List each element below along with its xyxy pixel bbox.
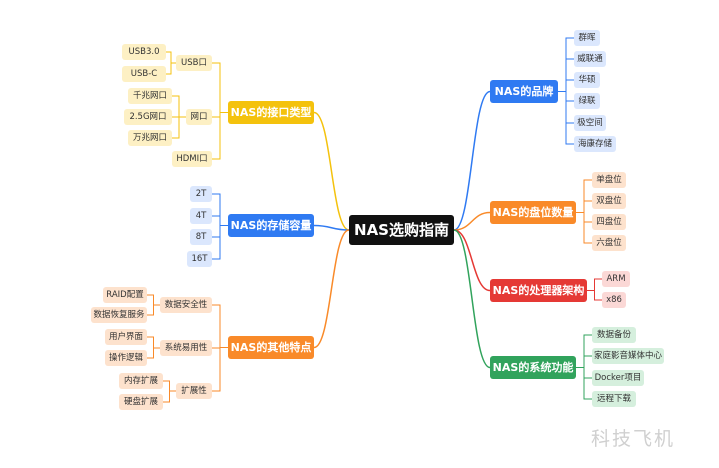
connector — [212, 62, 228, 113]
group-hdmi[interactable]: HDMI口 — [172, 151, 212, 167]
leaf-1bay[interactable]: 单盘位 — [592, 172, 626, 188]
leaf-asus[interactable]: 华硕 — [574, 72, 600, 88]
connector — [558, 91, 574, 145]
connector — [453, 211, 491, 231]
leaf-media-center[interactable]: 家庭影音媒体中心 — [592, 348, 664, 364]
connector — [166, 51, 176, 64]
branch-capacity[interactable]: NAS的存储容量 — [228, 214, 314, 237]
leaf-qnap[interactable]: 威联通 — [574, 51, 606, 67]
branch-other[interactable]: NAS的其他特点 — [228, 336, 314, 359]
leaf-docker[interactable]: Docker项目 — [592, 370, 644, 386]
leaf-usbc[interactable]: USB-C — [122, 66, 166, 82]
leaf-usb30[interactable]: USB3.0 — [122, 44, 166, 60]
connector — [453, 229, 491, 292]
group-security[interactable]: 数据安全性 — [160, 297, 212, 313]
group-network[interactable]: 网口 — [186, 109, 212, 125]
leaf-arm[interactable]: ARM — [602, 271, 630, 287]
connector — [212, 347, 228, 392]
connector — [587, 290, 602, 301]
leaf-25g[interactable]: 2.5G网口 — [124, 109, 172, 125]
leaf-6bay[interactable]: 六盘位 — [592, 235, 626, 251]
branch-functions[interactable]: NAS的系统功能 — [490, 356, 576, 379]
group-usb[interactable]: USB口 — [176, 55, 212, 71]
watermark-text: 科技飞机 — [591, 428, 676, 450]
connector — [163, 390, 176, 403]
center-node[interactable]: NAS选购指南 — [349, 215, 454, 245]
leaf-ugreen[interactable]: 绿联 — [574, 93, 600, 109]
group-usability[interactable]: 系统易用性 — [160, 340, 212, 356]
leaf-recovery[interactable]: 数据恢复服务 — [91, 307, 147, 323]
leaf-gigabit[interactable]: 千兆网口 — [128, 88, 172, 104]
connector — [313, 224, 350, 231]
branch-brands[interactable]: NAS的品牌 — [490, 80, 558, 103]
leaf-synology[interactable]: 群晖 — [574, 30, 600, 46]
connector — [576, 200, 592, 213]
leaf-8t[interactable]: 8T — [190, 229, 212, 245]
connector — [212, 304, 228, 348]
connector — [212, 112, 228, 160]
leaf-2bay[interactable]: 双盘位 — [592, 193, 626, 209]
branch-interfaces[interactable]: NAS的接口类型 — [228, 101, 314, 124]
connector — [576, 212, 592, 244]
leaf-remote-download[interactable]: 远程下载 — [592, 391, 636, 407]
connector — [172, 95, 186, 118]
connector — [147, 304, 160, 316]
leaf-zspace[interactable]: 极空间 — [574, 115, 606, 131]
leaf-backup[interactable]: 数据备份 — [592, 327, 636, 343]
connector — [147, 294, 160, 306]
leaf-raid[interactable]: RAID配置 — [103, 287, 147, 303]
connector — [147, 347, 160, 359]
connector — [147, 336, 160, 349]
connector — [587, 278, 602, 291]
connector — [576, 355, 592, 368]
leaf-16t[interactable]: 16T — [187, 251, 212, 267]
connector — [453, 229, 491, 369]
leaf-4t[interactable]: 4T — [190, 208, 212, 224]
connector — [313, 229, 350, 349]
leaf-disk[interactable]: 硬盘扩展 — [119, 394, 163, 410]
leaf-10g[interactable]: 万兆网口 — [128, 130, 172, 146]
connector — [576, 367, 592, 400]
leaf-4bay[interactable]: 四盘位 — [592, 214, 626, 230]
leaf-ui[interactable]: 用户界面 — [105, 329, 147, 345]
connector — [212, 225, 228, 260]
branch-cpu[interactable]: NAS的处理器架构 — [490, 279, 587, 302]
leaf-logic[interactable]: 操作逻辑 — [105, 350, 147, 366]
connector — [453, 90, 491, 231]
connector — [166, 62, 176, 75]
branch-bays[interactable]: NAS的盘位数量 — [490, 201, 576, 224]
leaf-memory[interactable]: 内存扩展 — [119, 373, 163, 389]
leaf-x86[interactable]: x86 — [602, 292, 626, 308]
connector — [212, 215, 228, 226]
leaf-2t[interactable]: 2T — [190, 186, 212, 202]
connector — [313, 111, 350, 231]
connector — [558, 79, 574, 92]
leaf-hikvision[interactable]: 海康存储 — [574, 136, 616, 152]
group-expansion[interactable]: 扩展性 — [176, 383, 212, 399]
connector — [172, 116, 186, 139]
connector — [163, 380, 176, 392]
